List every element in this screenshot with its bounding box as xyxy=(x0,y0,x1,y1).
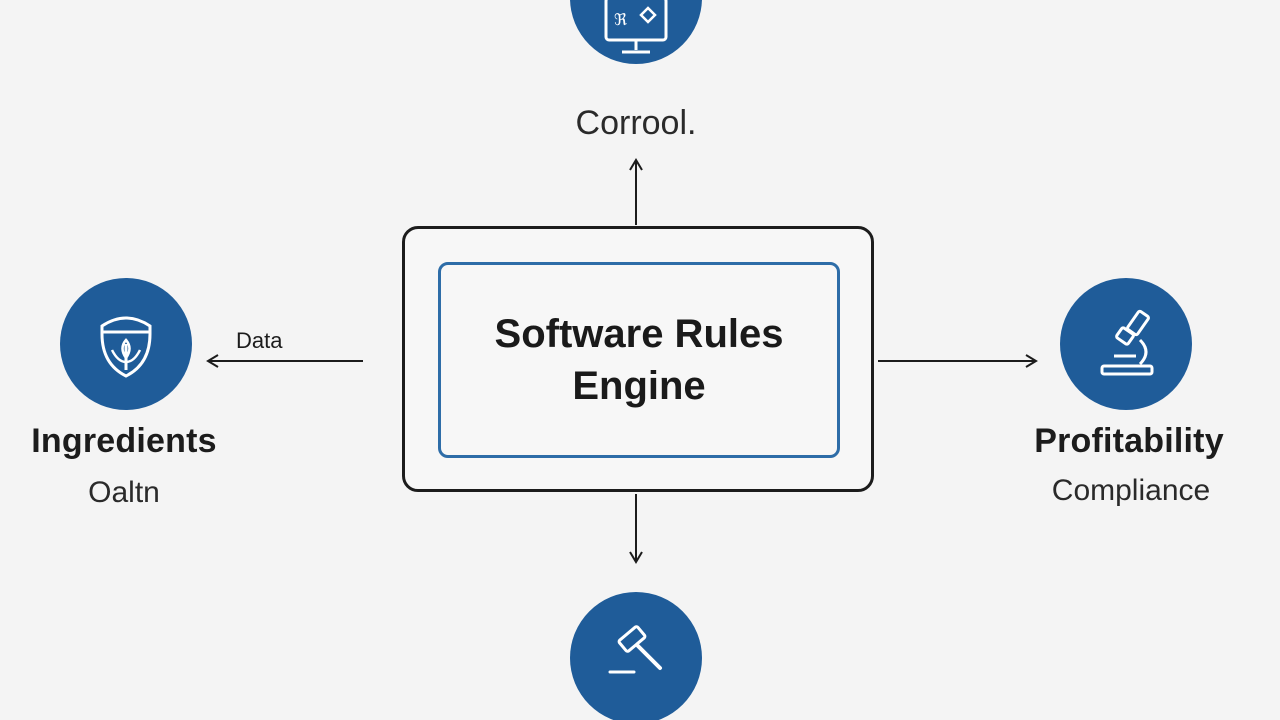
right-node-sublabel: Compliance xyxy=(1051,474,1211,507)
engine-title-line2: Engine xyxy=(572,364,706,408)
svg-text:ℜ: ℜ xyxy=(614,10,628,29)
left-node-label: Ingredients xyxy=(31,422,217,460)
engine-outer-frame xyxy=(402,226,874,492)
engine-title-line1: Software Rules xyxy=(494,312,784,356)
left-node-sublabel: Oaltn xyxy=(88,476,160,509)
top-node-label: Corrool. xyxy=(575,104,697,142)
right-node-circle xyxy=(1060,278,1192,410)
sprout-shield-icon xyxy=(100,316,152,378)
left-node-circle xyxy=(60,278,192,410)
top-node-circle: ℜ xyxy=(570,0,702,64)
microscope-icon xyxy=(1100,309,1154,376)
engine-inner-frame: Software Rules Engine xyxy=(438,262,840,458)
right-node-label: Profitability xyxy=(1034,422,1224,460)
gavel-icon xyxy=(608,625,662,674)
monitor-icon: ℜ xyxy=(604,0,668,54)
edge-label-data: Data xyxy=(236,328,283,353)
bottom-node-circle xyxy=(570,592,702,720)
